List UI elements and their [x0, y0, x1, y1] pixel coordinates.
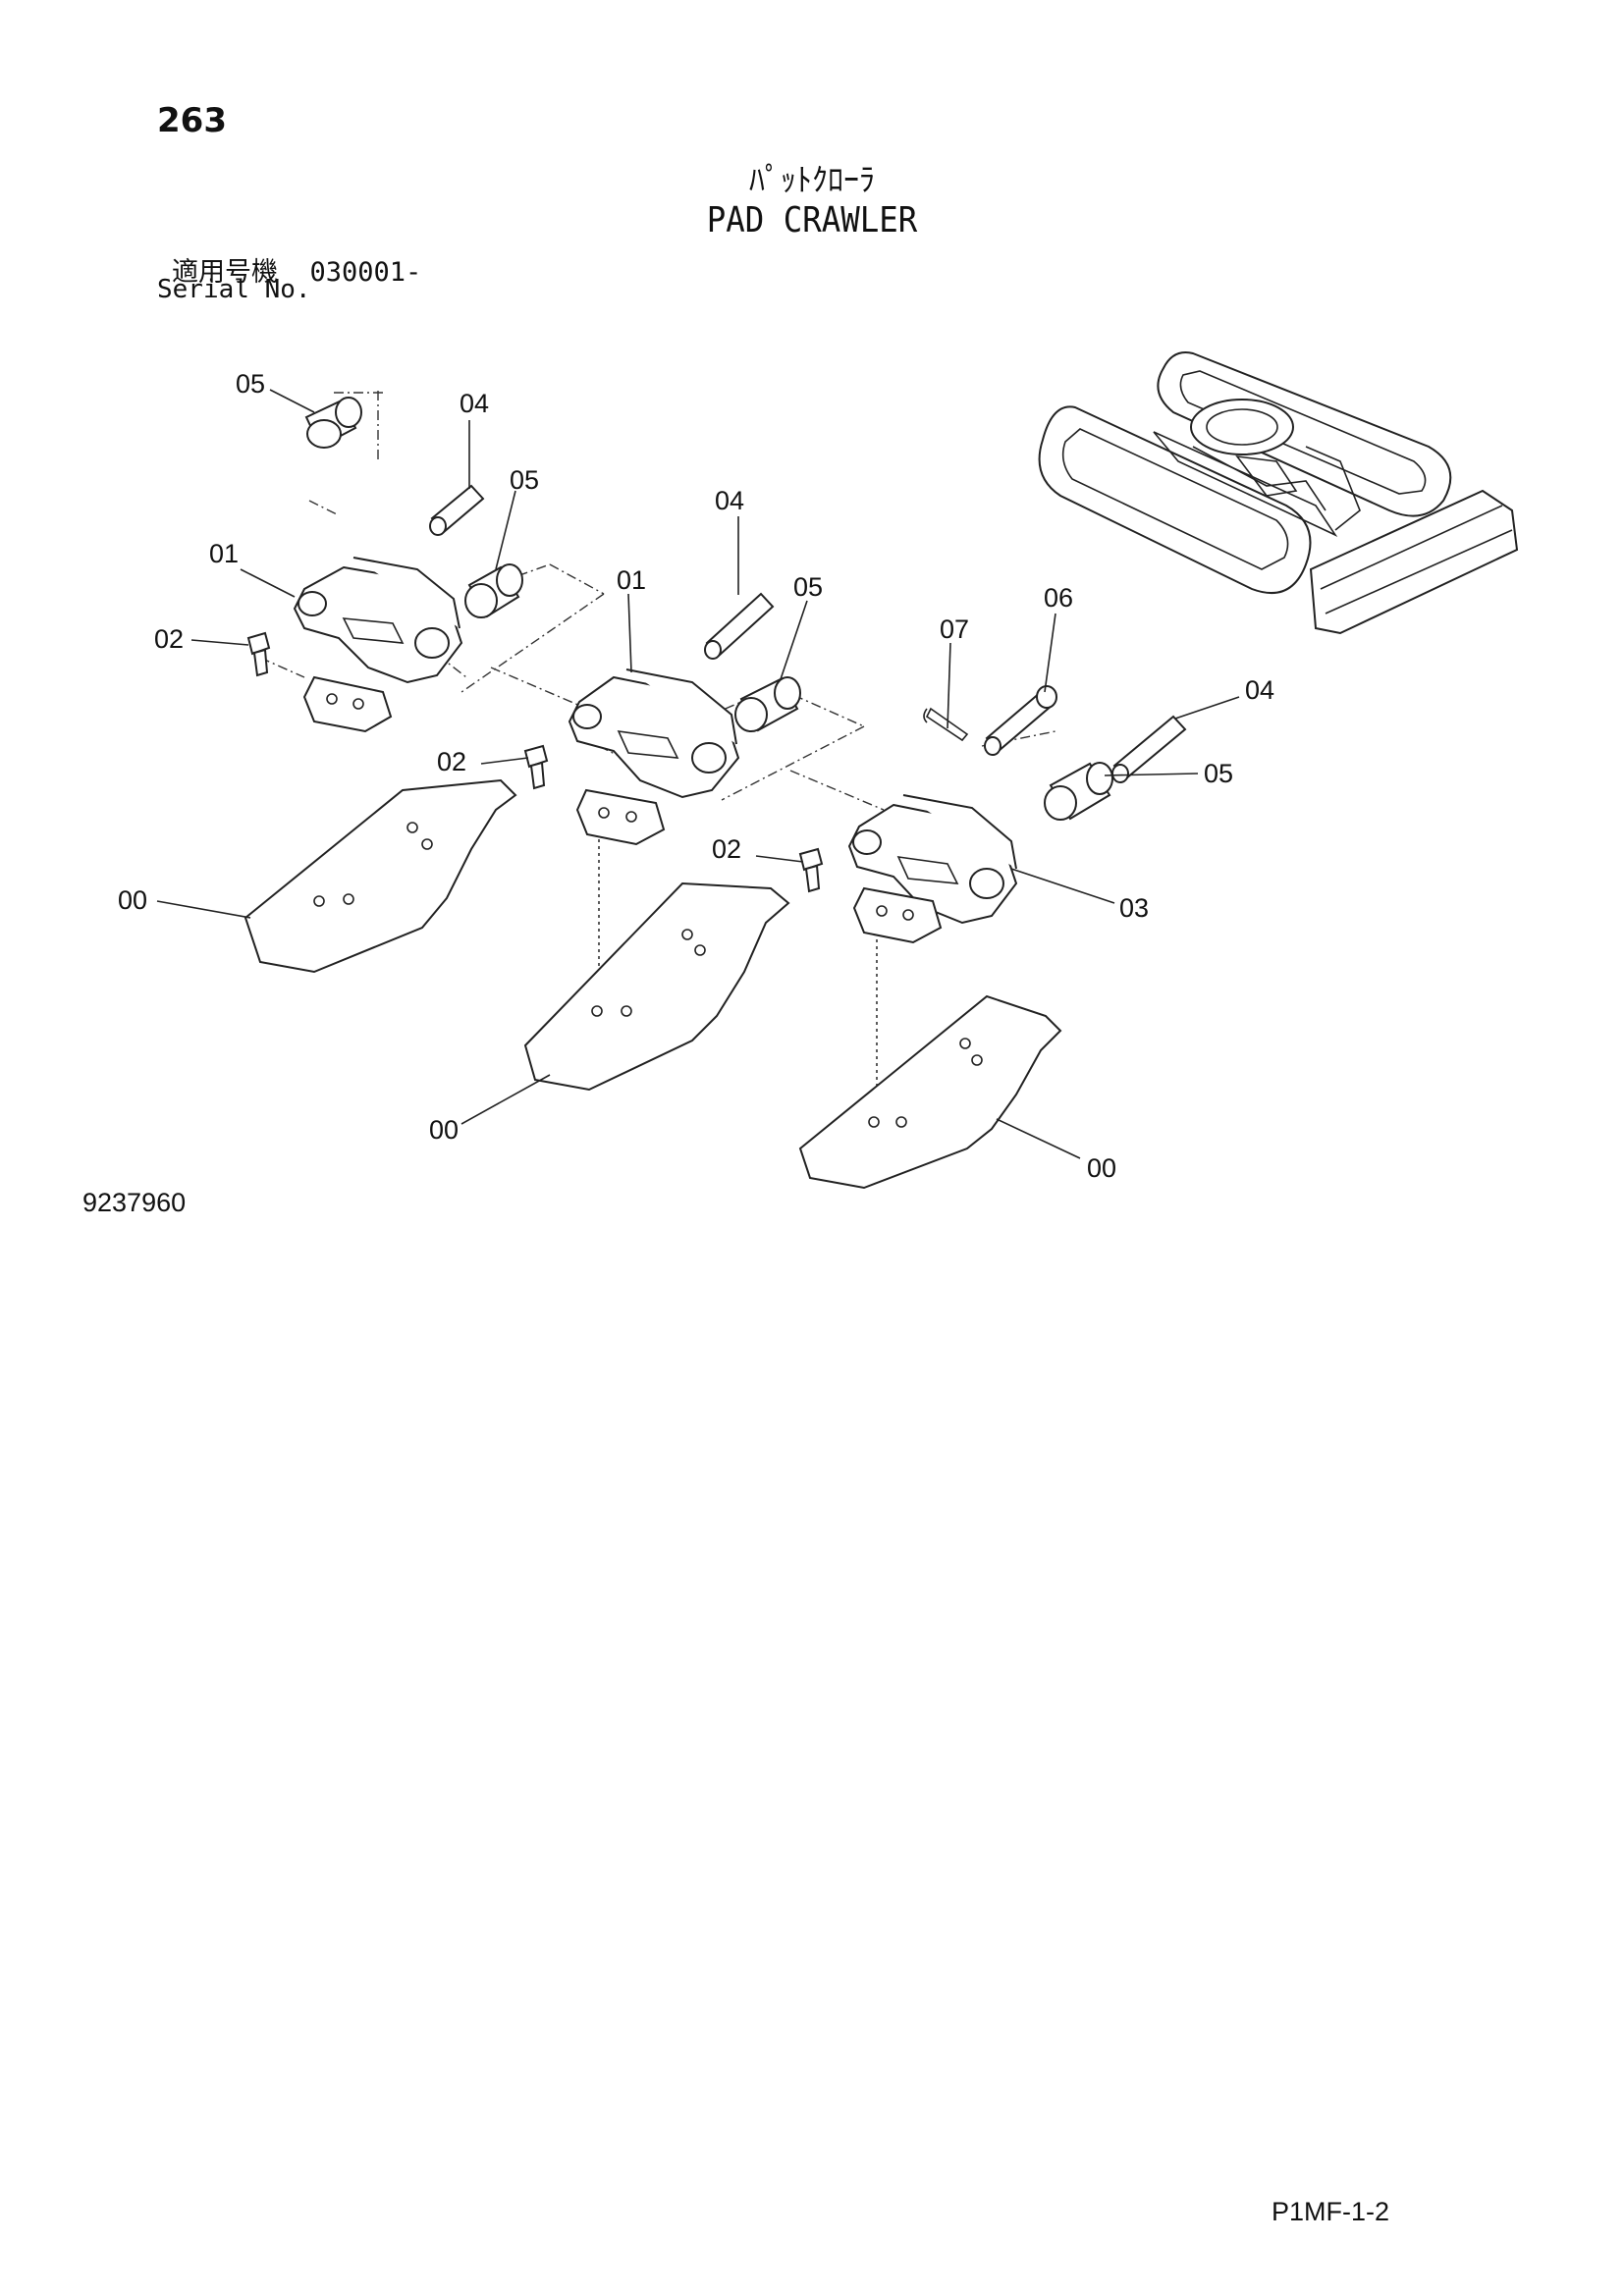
serial-label-japanese: 適用号機 — [172, 257, 278, 288]
link-01-a — [293, 557, 463, 733]
callout-02-b: 02 — [437, 747, 466, 776]
pin-04-c — [1111, 715, 1187, 783]
callout-04-a: 04 — [460, 389, 489, 418]
title-english: PAD CRAWLER — [706, 200, 918, 240]
callout-01-b: 01 — [617, 565, 646, 595]
master-pin-06 — [984, 685, 1057, 756]
link-assembly-3 — [798, 685, 1187, 944]
callout-00-a: 00 — [118, 885, 147, 915]
callout-00-b: 00 — [429, 1115, 459, 1145]
page-number: 263 — [157, 101, 227, 140]
pin-04-b — [704, 592, 775, 660]
callout-labels: 05 04 05 01 02 04 01 05 07 06 04 02 05 0… — [118, 369, 1274, 1183]
bolt-02-b — [523, 744, 549, 790]
pin-04-a — [429, 484, 485, 536]
title-japanese: ﾊﾟｯﾄｸﾛｰﾗ — [748, 161, 875, 198]
excavator-undercarriage-illustration — [1038, 351, 1519, 635]
callout-06: 06 — [1044, 583, 1073, 613]
pads — [244, 778, 1062, 1190]
callout-00-c: 00 — [1087, 1153, 1116, 1183]
callout-05-a: 05 — [236, 369, 265, 399]
callout-01-a: 01 — [209, 539, 239, 568]
bushing-05-b — [464, 563, 523, 618]
callout-03: 03 — [1119, 893, 1149, 923]
serial-label-english: Serial No. — [157, 275, 311, 304]
cotter-pin-07 — [923, 707, 969, 742]
callout-05-d: 05 — [1204, 759, 1233, 788]
link-assembly-1 — [246, 397, 523, 733]
bushing-05-a — [304, 397, 362, 449]
drawing-number: 9237960 — [82, 1188, 187, 1217]
callout-02-c: 02 — [712, 834, 741, 864]
bolt-02-c — [798, 847, 824, 893]
link-01-b — [568, 668, 740, 846]
callout-05-c: 05 — [793, 572, 823, 602]
callout-05-b: 05 — [510, 465, 539, 495]
callout-04-c: 04 — [1245, 675, 1274, 705]
callout-04-b: 04 — [715, 486, 744, 515]
serial-value: 030001- — [309, 257, 422, 288]
link-assembly-2 — [523, 592, 801, 846]
callout-02-a: 02 — [154, 624, 184, 654]
pad-00-c — [798, 994, 1062, 1190]
serial-applicability-line: 適用号機 030001- — [172, 250, 421, 289]
master-link-03 — [847, 794, 1018, 944]
bolt-02-a — [246, 631, 271, 677]
pad-00-b — [523, 881, 790, 1092]
bushing-05-c — [734, 676, 801, 732]
leader-lines — [156, 389, 1240, 1159]
callout-07: 07 — [940, 614, 969, 644]
pad-00-a — [244, 778, 517, 974]
page-code: P1MF-1-2 — [1272, 2197, 1390, 2226]
bushing-05-d — [1044, 762, 1113, 821]
